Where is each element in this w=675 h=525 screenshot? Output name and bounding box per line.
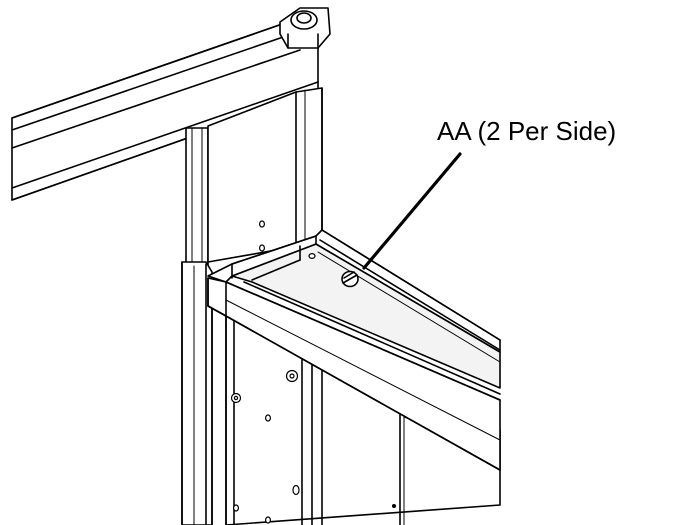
fastener-aa-screw: [341, 270, 359, 288]
post-top-cap: [279, 7, 331, 49]
side-cross-rail: [207, 229, 501, 471]
callout-leader-line: [362, 152, 462, 270]
callout-label: AA (2 Per Side): [437, 116, 616, 146]
rear-top-rail: [11, 21, 319, 201]
front-upright-post: [181, 261, 213, 525]
